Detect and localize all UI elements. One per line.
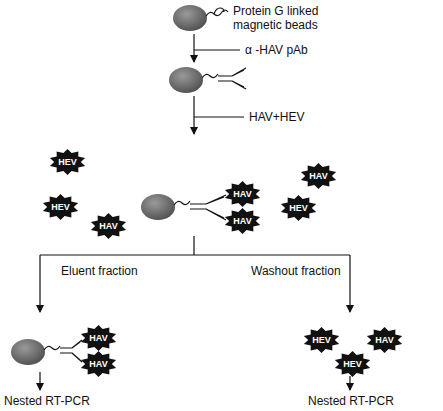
virus-particle: HAV <box>80 351 117 377</box>
virus-particle: HEV <box>42 194 79 220</box>
virus-particle: HEV <box>49 149 86 175</box>
virus-name: HAV <box>89 334 107 343</box>
virus-name: HAV <box>89 360 107 369</box>
virus-name: HAV <box>99 222 117 231</box>
virus-particle: HAV <box>80 325 117 351</box>
virus-name: HAV <box>375 336 393 345</box>
virus-name: HEV <box>51 203 70 212</box>
virus-name: HEV <box>289 204 308 213</box>
virus-particle: HEV <box>334 351 371 377</box>
fraction-label: Washout fraction <box>250 264 342 278</box>
virus-particle: HAV <box>366 327 403 353</box>
virus-name: HEV <box>343 360 362 369</box>
fraction-label: Eluent fraction <box>60 264 139 278</box>
virus-name: HEV <box>312 336 331 345</box>
virus-name: HAV <box>309 172 327 181</box>
virus-particle: HAV <box>90 213 127 239</box>
sample-label: HAV+HEV <box>248 110 305 124</box>
virus-name: HAV <box>233 190 251 199</box>
virus-particle: HAV <box>224 181 261 207</box>
virus-name: HEV <box>58 158 77 167</box>
assay-label: Nested RT-PCR <box>307 394 395 408</box>
virus-particle: HAV <box>224 208 261 234</box>
virus-particle: HEV <box>280 195 317 221</box>
antibody-label: α -HAV pAb <box>244 43 309 57</box>
virus-particle: HAV <box>300 163 337 189</box>
virus-particle: HEV <box>303 327 340 353</box>
beads-label: Protein G linked magnetic beads <box>232 4 334 32</box>
virus-name: HAV <box>233 217 251 226</box>
assay-label: Nested RT-PCR <box>3 394 91 408</box>
